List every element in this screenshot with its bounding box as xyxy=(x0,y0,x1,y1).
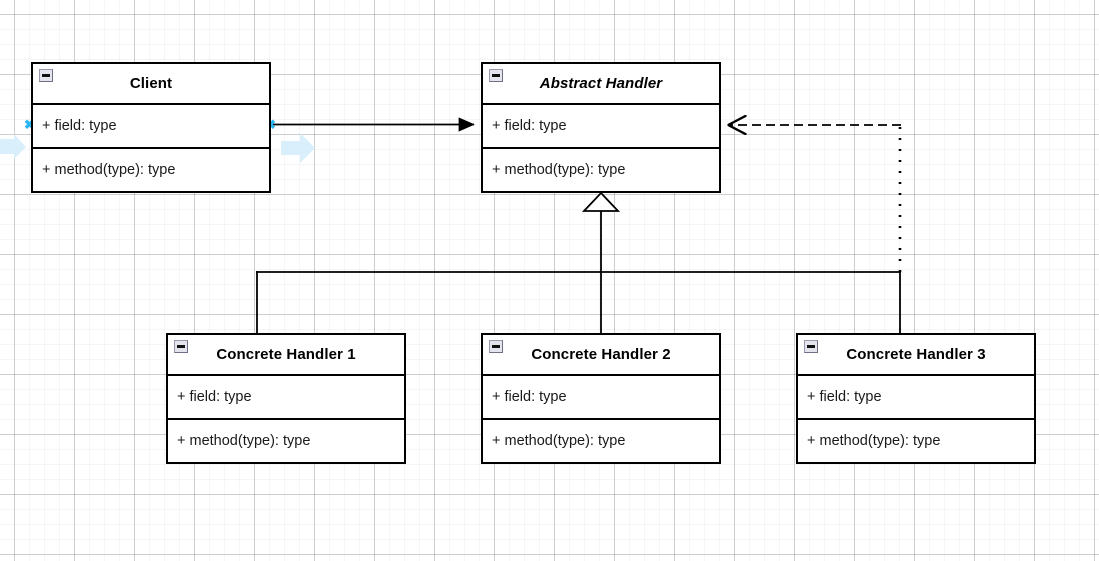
class-method-row: + method(type): type xyxy=(33,149,269,191)
edge-handler3-dependency xyxy=(729,125,902,272)
class-box-client[interactable]: Client + field: type + method(type): typ… xyxy=(31,62,271,193)
minus-icon[interactable] xyxy=(174,340,188,353)
directional-arrow-hint-client-right[interactable] xyxy=(281,133,315,163)
class-field-row: + field: type xyxy=(168,376,404,420)
class-box-concrete-handler-2[interactable]: Concrete Handler 2 + field: type + metho… xyxy=(481,333,721,464)
class-title: Concrete Handler 3 xyxy=(846,346,986,363)
field-text: + field: type xyxy=(492,389,567,405)
minus-icon[interactable] xyxy=(489,69,503,82)
method-text: + method(type): type xyxy=(807,433,941,449)
minus-icon[interactable] xyxy=(39,69,53,82)
class-method-row: + method(type): type xyxy=(483,420,719,462)
class-title: Client xyxy=(129,75,173,92)
method-text: + method(type): type xyxy=(42,162,176,178)
class-field-row: + field: type xyxy=(798,376,1034,420)
minus-icon[interactable] xyxy=(804,340,818,353)
class-method-row: + method(type): type xyxy=(483,149,719,191)
method-text: + method(type): type xyxy=(177,433,311,449)
class-title: Concrete Handler 1 xyxy=(216,346,356,363)
class-box-abstract-handler[interactable]: Abstract Handler + field: type + method(… xyxy=(481,62,721,193)
class-title: Concrete Handler 2 xyxy=(531,346,671,363)
field-text: + field: type xyxy=(42,118,117,134)
directional-arrow-hint-left[interactable] xyxy=(0,134,26,159)
method-text: + method(type): type xyxy=(492,433,626,449)
class-field-row: + field: type xyxy=(33,105,269,149)
class-box-concrete-handler-3[interactable]: Concrete Handler 3 + field: type + metho… xyxy=(796,333,1036,464)
class-header-concrete-handler-3: Concrete Handler 3 xyxy=(798,335,1034,376)
class-box-concrete-handler-1[interactable]: Concrete Handler 1 + field: type + metho… xyxy=(166,333,406,464)
class-title: Abstract Handler xyxy=(539,75,663,92)
class-header-concrete-handler-2: Concrete Handler 2 xyxy=(483,335,719,376)
field-text: + field: type xyxy=(177,389,252,405)
class-field-row: + field: type xyxy=(483,376,719,420)
class-header-client: Client xyxy=(33,64,269,105)
method-text: + method(type): type xyxy=(492,162,626,178)
class-header-concrete-handler-1: Concrete Handler 1 xyxy=(168,335,404,376)
class-method-row: + method(type): type xyxy=(798,420,1034,462)
field-text: + field: type xyxy=(492,118,567,134)
edge-generalization xyxy=(256,191,901,333)
class-method-row: + method(type): type xyxy=(168,420,404,462)
minus-icon[interactable] xyxy=(489,340,503,353)
field-text: + field: type xyxy=(807,389,882,405)
class-field-row: + field: type xyxy=(483,105,719,149)
class-header-abstract-handler: Abstract Handler xyxy=(483,64,719,105)
